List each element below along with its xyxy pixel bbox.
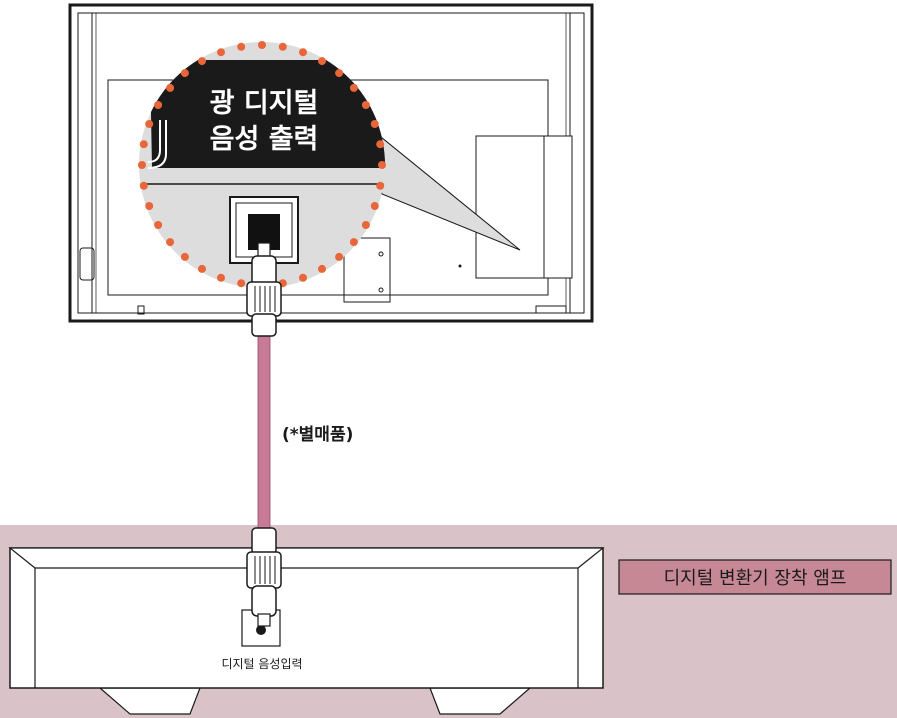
amp-tag-box (618, 559, 892, 595)
ring-dot (370, 120, 379, 128)
cable-plug-bottom (246, 527, 282, 627)
ring-dot (370, 202, 379, 210)
ring-dot (180, 69, 189, 78)
ring-dot (139, 140, 148, 149)
optical-cable (257, 329, 271, 536)
ring-dot (217, 48, 225, 57)
ring-dot (318, 264, 326, 273)
ring-dot (154, 221, 163, 229)
ring-dot (139, 181, 148, 190)
ring-dot (180, 252, 189, 261)
ring-dot (166, 238, 175, 247)
ring-dot (376, 140, 385, 149)
ring-dot (335, 69, 344, 78)
cable-plug-top (246, 242, 282, 337)
port-title-line2: 음성 출력 (210, 124, 319, 155)
ring-dot (217, 273, 225, 282)
ring-dot (335, 252, 344, 261)
ring-dot (378, 161, 386, 169)
cable-sold-separately-note: (*별매품) (282, 425, 353, 445)
ring-dot (299, 273, 307, 282)
ring-dot (361, 101, 370, 109)
ring-dot (198, 264, 206, 273)
ring-dot (198, 57, 206, 66)
ring-dot (145, 120, 154, 128)
amp-port-label: 디지털 음성입력 (221, 657, 302, 671)
ring-dot (166, 83, 175, 92)
ring-dot (237, 42, 246, 51)
ring-dot (318, 57, 326, 66)
ring-dot (376, 181, 385, 190)
ring-dot (361, 221, 370, 229)
ring-dot (154, 101, 163, 109)
port-title-line1: 광 디지털 (210, 88, 319, 119)
ring-dot (138, 161, 146, 169)
port-label-panel (150, 60, 385, 168)
ring-dot (145, 202, 154, 210)
ring-dot (278, 42, 287, 51)
magnifier-dot-ring (138, 41, 386, 289)
ring-dot (299, 48, 307, 57)
ring-dot (349, 238, 358, 247)
amplifier-unit: 디지털 음성입력 (8, 547, 605, 715)
ring-dot (237, 279, 246, 288)
ring-dot (258, 41, 266, 49)
magnifier-callout: 광 디지털 음성 출력 (138, 41, 521, 289)
amp-tag-label: 디지털 변환기 장착 앰프 (664, 568, 847, 589)
ring-dot (349, 83, 358, 92)
